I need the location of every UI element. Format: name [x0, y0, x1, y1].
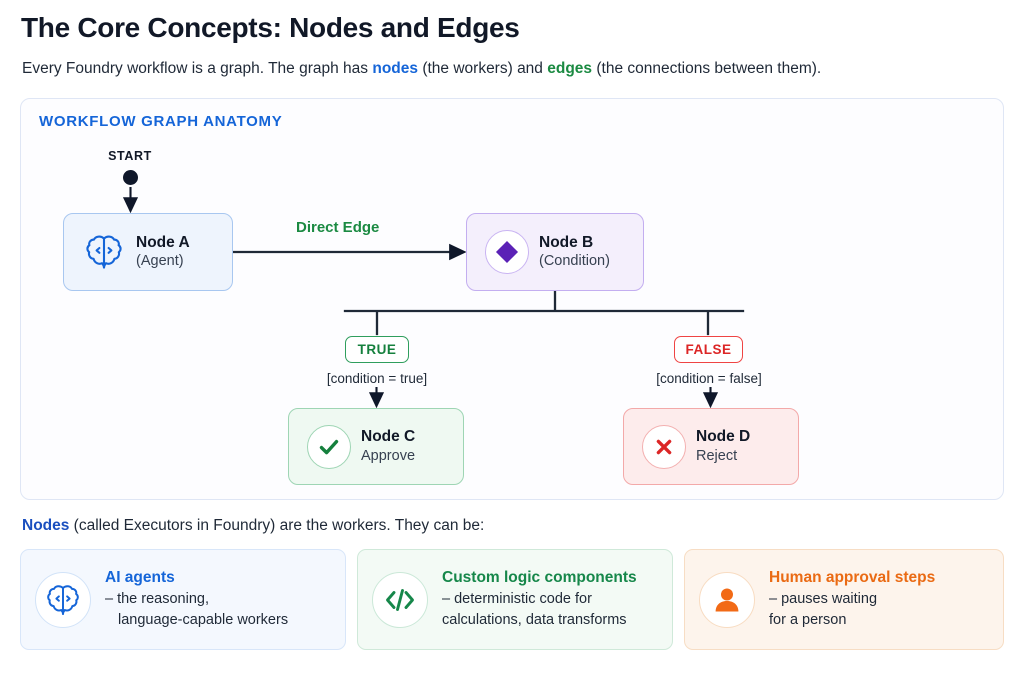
- intro-text-part3: (the connections between them).: [592, 60, 822, 77]
- edge-label-direct: Direct Edge: [296, 219, 380, 236]
- card-human-desc-line1: – pauses waiting: [769, 590, 878, 607]
- node-c-title: Node C: [361, 428, 416, 446]
- code-icon: [372, 571, 428, 628]
- node-a-subtitle: (Agent): [136, 253, 184, 270]
- intro-paragraph: Every Foundry workflow is a graph. The g…: [22, 60, 821, 78]
- page-title: The Core Concepts: Nodes and Edges: [21, 12, 520, 43]
- node-c-text: Node C Approve: [361, 427, 415, 465]
- node-a-text: Node A (Agent): [136, 233, 190, 271]
- nodes-keyword: Nodes: [22, 517, 70, 534]
- diamond-icon: [485, 230, 529, 274]
- node-c-icon-wrap: [303, 424, 355, 469]
- intro-text-part2: (the workers) and: [418, 60, 548, 77]
- brain-icon: [35, 571, 91, 628]
- node-a[interactable]: Node A (Agent): [63, 213, 233, 291]
- person-icon: [699, 571, 755, 628]
- branch-condition-true: [condition = true]: [326, 371, 428, 386]
- node-c-subtitle: Approve: [361, 447, 416, 464]
- card-custom-logic[interactable]: Custom logic components – deterministic …: [357, 549, 673, 650]
- nodes-explainer: Nodes (called Executors in Foundry) are …: [22, 517, 484, 535]
- card-logic-text: Custom logic components – deterministic …: [442, 568, 637, 631]
- branch-badge-true: TRUE: [345, 336, 409, 363]
- card-ai-text: AI agents – the reasoning, language-capa…: [105, 568, 288, 631]
- node-b[interactable]: Node B (Condition): [466, 213, 644, 291]
- card-human-text: Human approval steps – pauses waiting fo…: [769, 568, 935, 631]
- nodes-explainer-rest: (called Executors in Foundry) are the wo…: [69, 517, 485, 534]
- card-ai-desc-line1: – the reasoning,: [105, 590, 209, 607]
- card-ai-title: AI agents: [105, 569, 175, 587]
- node-d-title: Node D: [696, 428, 751, 446]
- start-dot: [123, 170, 138, 185]
- intro-keyword-edges: edges: [547, 60, 593, 77]
- node-c[interactable]: Node C Approve: [288, 408, 464, 485]
- node-d-icon-wrap: [638, 424, 690, 469]
- card-logic-desc-line2: calculations, data transforms: [442, 611, 627, 628]
- intro-text-part1: Every Foundry workflow is a graph. The g…: [22, 60, 373, 77]
- node-d[interactable]: Node D Reject: [623, 408, 799, 485]
- node-b-subtitle: (Condition): [539, 253, 610, 270]
- node-d-text: Node D Reject: [696, 427, 750, 465]
- card-ai-agents[interactable]: AI agents – the reasoning, language-capa…: [20, 549, 346, 650]
- branch-badge-false: FALSE: [674, 336, 743, 363]
- branch-condition-false: [condition = false]: [656, 371, 762, 386]
- card-human-title: Human approval steps: [769, 569, 936, 587]
- card-logic-title: Custom logic components: [442, 569, 637, 587]
- card-human-approval[interactable]: Human approval steps – pauses waiting fo…: [684, 549, 1004, 650]
- node-a-title: Node A: [136, 233, 190, 251]
- brain-icon: [78, 233, 130, 271]
- intro-keyword-nodes: nodes: [372, 60, 419, 77]
- panel-title: WORKFLOW GRAPH ANATOMY: [39, 113, 283, 130]
- card-human-desc-line2: for a person: [769, 611, 847, 628]
- start-label: START: [108, 149, 152, 163]
- workflow-diagram-panel: WORKFLOW GRAPH ANATOMY START: [20, 98, 1004, 500]
- node-b-icon-wrap: [481, 230, 533, 274]
- node-d-subtitle: Reject: [696, 447, 738, 464]
- node-b-text: Node B (Condition): [539, 233, 610, 271]
- cross-icon: [642, 424, 686, 469]
- node-b-title: Node B: [539, 233, 594, 251]
- check-icon: [307, 424, 351, 469]
- card-ai-desc-line2: language-capable workers: [118, 611, 289, 628]
- card-logic-desc-line1: – deterministic code for: [442, 590, 592, 607]
